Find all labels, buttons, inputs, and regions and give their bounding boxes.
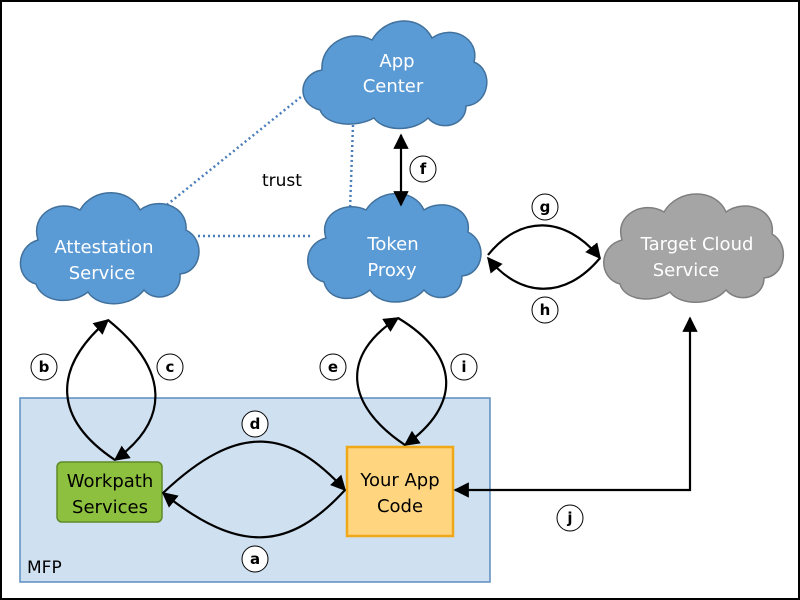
svg-text:i: i <box>461 358 466 376</box>
app-center-label-line1: App <box>379 51 414 72</box>
svg-text:b: b <box>39 358 50 376</box>
attestation-label-line1: Attestation <box>54 237 153 258</box>
arrow-j <box>453 316 698 498</box>
edge-label-i: i <box>450 353 478 381</box>
trust-line-attestation-appcenter <box>162 87 313 209</box>
edge-label-d: d <box>241 410 269 438</box>
arrow-g <box>487 224 601 260</box>
svg-text:f: f <box>420 160 427 178</box>
arrow-h <box>487 256 601 290</box>
app-code-label-line1: Your App <box>359 470 439 491</box>
token-proxy-label-line1: Token <box>366 234 418 255</box>
edge-label-e: e <box>319 353 347 381</box>
workpath-label-line2: Services <box>72 497 148 518</box>
attestation-label-line2: Service <box>69 263 136 284</box>
trust-lines <box>162 87 355 238</box>
app-center-cloud: App Center <box>302 20 488 130</box>
app-code-label-line2: Code <box>377 496 423 517</box>
edge-label-b: b <box>30 353 58 381</box>
arrow-a <box>161 489 346 539</box>
edge-label-g: g <box>531 193 559 221</box>
edge-label-a: a <box>241 545 269 573</box>
svg-text:h: h <box>540 301 551 319</box>
edge-label-h: h <box>531 296 559 324</box>
arrows <box>66 133 698 539</box>
svg-text:g: g <box>540 198 551 216</box>
trust-label: trust <box>262 171 302 191</box>
app-center-label-line2: Center <box>363 76 424 97</box>
svg-text:c: c <box>166 358 175 376</box>
token-proxy-cloud: Token Proxy <box>307 192 482 303</box>
svg-text:d: d <box>250 415 261 433</box>
workpath-label-line1: Workpath <box>67 471 154 492</box>
svg-text:j: j <box>566 509 572 527</box>
svg-text:e: e <box>328 358 338 376</box>
edge-label-f: f <box>409 155 437 183</box>
token-proxy-label-line2: Proxy <box>367 260 417 281</box>
workpath-services-box: Workpath Services <box>56 461 163 523</box>
target-cloud-service-cloud: Target Cloud Service <box>603 193 785 303</box>
target-cloud-label-line2: Service <box>653 260 720 281</box>
edge-label-j: j <box>556 504 584 532</box>
svg-text:a: a <box>250 550 260 568</box>
arrow-b <box>66 318 116 461</box>
target-cloud-label-line1: Target Cloud <box>640 234 754 255</box>
arrow-i <box>397 317 448 446</box>
arrow-c <box>107 319 157 461</box>
arrow-d <box>162 440 347 494</box>
your-app-code-box: Your App Code <box>345 445 455 538</box>
arrow-e <box>356 317 406 446</box>
edge-labels: f g h b c e i d <box>30 155 584 573</box>
trust-line-appcenter-tokenproxy <box>348 124 355 211</box>
mfp-label: MFP <box>27 558 62 578</box>
edge-label-c: c <box>156 353 184 381</box>
attestation-service-cloud: Attestation Service <box>19 192 200 305</box>
